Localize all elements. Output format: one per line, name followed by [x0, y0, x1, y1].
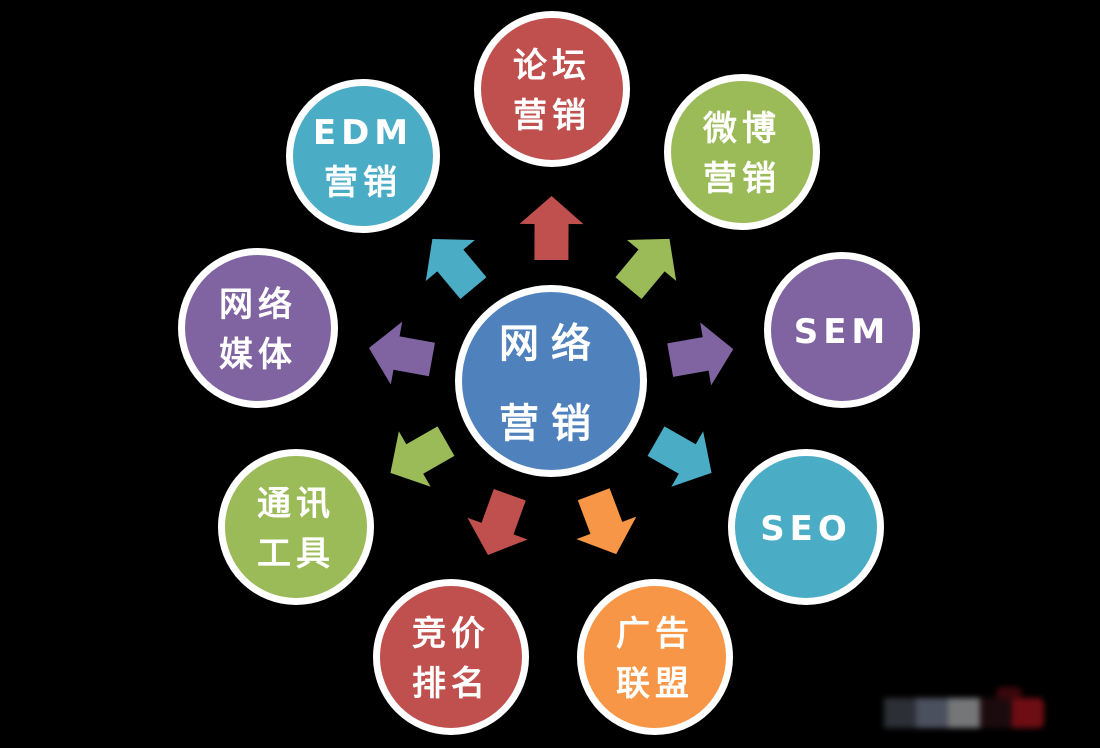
arrow-edm-marketing [425, 239, 487, 300]
arrow-seo [647, 426, 712, 487]
node-label-network-media: 网络媒体 [219, 285, 297, 375]
watermark-block-2 [916, 698, 948, 728]
watermark-block-4 [980, 698, 1012, 728]
arrow-weibo-marketing [615, 238, 677, 299]
node-label-bid-ranking: 竞价排名 [412, 614, 490, 704]
node-circle-sem [764, 252, 920, 408]
arrow-bid-ranking [467, 488, 528, 555]
node-label-seo: SEO [760, 509, 852, 549]
arrow-forum-marketing [519, 196, 584, 261]
node-circle-network-marketing-center [455, 285, 647, 477]
node-label-weibo-marketing: 微博营销 [702, 109, 781, 199]
watermark-blob [996, 687, 1022, 699]
arrow-communication-tools [390, 426, 455, 487]
node-circle-seo [728, 449, 884, 605]
watermark-block-5 [1012, 698, 1044, 728]
node-label-sem: SEM [794, 312, 891, 352]
node-circle-edm-marketing [286, 79, 440, 233]
node-circle-forum-marketing [474, 11, 630, 167]
watermark-block-3 [948, 698, 980, 728]
node-circle-ad-alliance [577, 579, 733, 735]
node-label-communication-tools: 通讯工具 [257, 484, 335, 574]
arrow-network-media [368, 321, 435, 385]
node-circle-communication-tools [218, 449, 374, 605]
watermark-block-1 [884, 698, 916, 728]
node-circle-weibo-marketing [664, 74, 820, 230]
watermark [884, 687, 1044, 729]
node-circle-bid-ranking [373, 579, 529, 735]
node-label-network-marketing-center: 网络营销 [499, 321, 603, 447]
node-label-forum-marketing: 论坛营销 [513, 46, 591, 136]
arrow-ad-alliance [576, 488, 637, 555]
node-circle-network-media [178, 248, 338, 408]
arrow-sem [667, 322, 734, 386]
node-label-ad-alliance: 广告联盟 [616, 614, 694, 704]
